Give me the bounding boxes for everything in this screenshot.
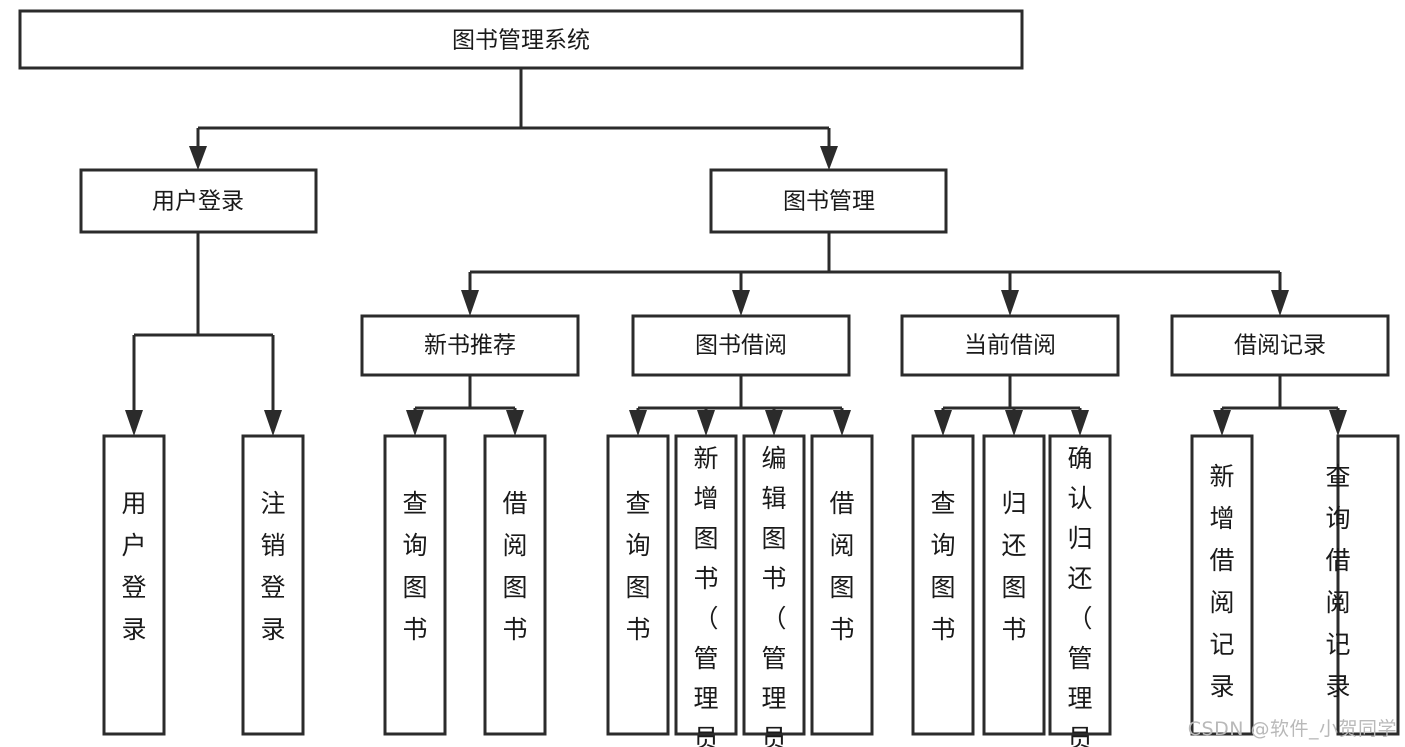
arrow-head-leaf-borrow-book-1 [506, 410, 524, 436]
node-leaf-query-book-3-box[interactable] [911, 434, 975, 736]
node-leaf-borrow-book-2-label: 借阅图书 [829, 489, 854, 644]
node-leaf-edit-book-box[interactable] [742, 434, 806, 736]
node-leaf-logout-login[interactable]: 注销登录 [241, 434, 305, 736]
node-leaf-borrow-book-1[interactable]: 借阅图书 [483, 434, 547, 736]
node-new-book-recommend[interactable]: 新书推荐 [360, 314, 580, 377]
node-book-borrow[interactable]: 图书借阅 [631, 314, 851, 377]
node-leaf-add-borrow-record-label: 新增借阅记录 [1209, 462, 1234, 701]
node-leaf-user-login[interactable]: 用户登录 [102, 434, 166, 736]
node-borrow-records-label: 借阅记录 [1234, 333, 1326, 359]
node-leaf-logout-login-box[interactable] [241, 434, 305, 736]
node-book-management-box[interactable] [709, 168, 948, 234]
node-user-login[interactable]: 用户登录 [79, 168, 318, 234]
arrow-head-new-book-recommend [461, 290, 479, 316]
node-leaf-edit-book[interactable]: 编辑图书（管理员） [742, 434, 806, 747]
arrow-head-leaf-user-login [125, 410, 143, 436]
node-root-label: 图书管理系统 [452, 28, 590, 54]
arrow-head-current-borrow [1001, 290, 1019, 316]
arrow-head-leaf-return-book [1005, 410, 1023, 436]
node-current-borrow-box[interactable] [900, 314, 1120, 377]
node-book-management[interactable]: 图书管理 [709, 168, 948, 234]
node-leaf-query-book-3-label: 查询图书 [930, 489, 955, 644]
node-leaf-query-book-1-label: 查询图书 [402, 489, 427, 644]
node-leaf-return-book-label: 归还图书 [1001, 489, 1026, 644]
node-new-book-recommend-box[interactable] [360, 314, 580, 377]
node-new-book-recommend-label: 新书推荐 [424, 333, 516, 359]
node-borrow-records[interactable]: 借阅记录 [1170, 314, 1390, 377]
node-leaf-confirm-return[interactable]: 确认归还（管理员） [1048, 434, 1112, 747]
node-leaf-query-book-2-label: 查询图书 [625, 489, 650, 644]
node-user-login-box[interactable] [79, 168, 318, 234]
node-current-borrow-label: 当前借阅 [964, 333, 1056, 359]
node-leaf-logout-login-label: 注销登录 [260, 489, 285, 644]
arrow-head-leaf-borrow-book-2 [833, 410, 851, 436]
node-leaf-add-borrow-record[interactable]: 新增借阅记录 [1190, 434, 1254, 736]
node-leaf-confirm-return-box[interactable] [1048, 434, 1112, 736]
arrow-head-leaf-query-book-2 [629, 410, 647, 436]
node-book-management-label: 图书管理 [783, 189, 875, 215]
arrow-head-book-borrow [732, 290, 750, 316]
arrow-head-leaf-add-book [697, 410, 715, 436]
arrow-head-leaf-query-book-3 [934, 410, 952, 436]
connector-layer [125, 68, 1347, 436]
node-leaf-add-book[interactable]: 新增图书（管理员） [674, 434, 738, 747]
arrow-head-borrow-records [1271, 290, 1289, 316]
node-book-borrow-box[interactable] [631, 314, 851, 377]
arrow-head-leaf-add-borrow-record [1213, 410, 1231, 436]
node-leaf-add-borrow-record-box[interactable] [1190, 434, 1254, 736]
arrow-head-leaf-logout-login [264, 410, 282, 436]
arrow-head-leaf-edit-book [765, 410, 783, 436]
csdn-watermark: CSDN @软件_小贺同学 [1187, 718, 1397, 740]
node-leaf-borrow-book-2[interactable]: 借阅图书 [810, 434, 874, 736]
node-leaf-add-book-box[interactable] [674, 434, 738, 736]
node-leaf-query-borrow-record-label: 查询借阅记录 [1325, 462, 1350, 701]
node-leaf-add-book-label: 新增图书（管理员） [693, 444, 718, 747]
node-leaf-borrow-book-1-box[interactable] [483, 434, 547, 736]
node-current-borrow[interactable]: 当前借阅 [900, 314, 1120, 377]
arrow-head-user-login [189, 146, 207, 170]
node-leaf-user-login-label: 用户登录 [121, 489, 146, 644]
node-root[interactable]: 图书管理系统 [18, 9, 1024, 70]
node-root-box[interactable] [18, 9, 1024, 70]
node-leaf-query-book-2-box[interactable] [606, 434, 670, 736]
node-leaf-return-book-box[interactable] [982, 434, 1046, 736]
node-leaf-return-book[interactable]: 归还图书 [982, 434, 1046, 736]
arrow-head-leaf-query-borrow-record [1329, 410, 1347, 436]
node-leaf-query-book-3[interactable]: 查询图书 [911, 434, 975, 736]
node-borrow-records-box[interactable] [1170, 314, 1390, 377]
node-leaf-query-borrow-record[interactable]: 查询借阅记录 [1325, 434, 1400, 736]
node-leaf-query-borrow-record-box[interactable] [1336, 434, 1400, 736]
arrow-head-leaf-confirm-return [1071, 410, 1089, 436]
node-leaf-borrow-book-2-box[interactable] [810, 434, 874, 736]
node-leaf-confirm-return-label: 确认归还（管理员） [1067, 444, 1092, 747]
node-user-login-label: 用户登录 [152, 189, 244, 215]
node-leaf-query-book-2[interactable]: 查询图书 [606, 434, 670, 736]
node-leaf-query-book-1[interactable]: 查询图书 [383, 434, 447, 736]
node-leaf-edit-book-label: 编辑图书（管理员） [761, 444, 786, 747]
arrow-head-leaf-query-book-1 [406, 410, 424, 436]
arrow-head-book-management [820, 146, 838, 170]
node-book-borrow-label: 图书借阅 [695, 333, 787, 359]
node-leaf-user-login-box[interactable] [102, 434, 166, 736]
node-leaf-borrow-book-1-label: 借阅图书 [502, 489, 527, 644]
node-leaf-query-book-1-box[interactable] [383, 434, 447, 736]
